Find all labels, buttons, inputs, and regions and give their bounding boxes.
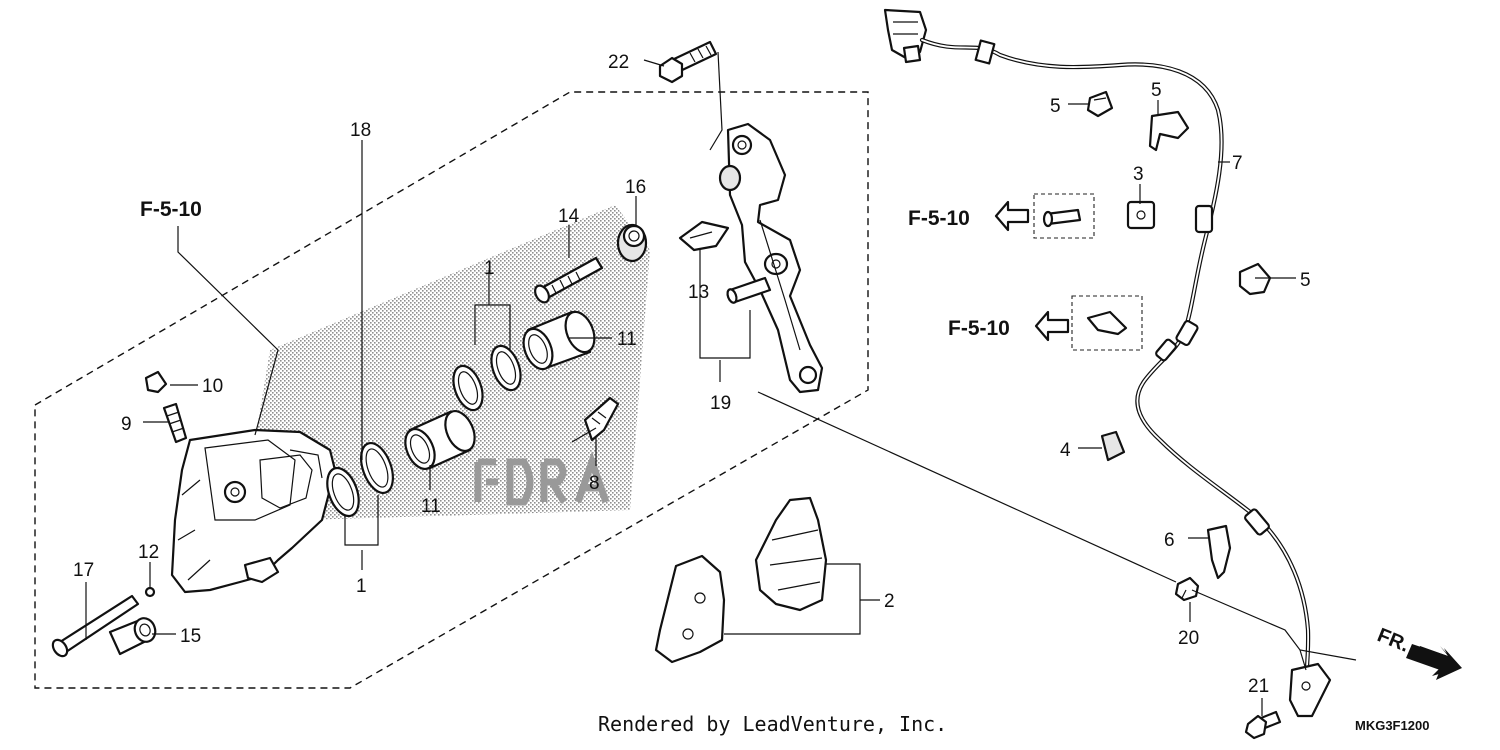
abs-sensor-connector — [883, 8, 928, 64]
ref-screw-top — [1042, 208, 1082, 228]
abs-sensor-head — [1288, 662, 1332, 718]
callout-5-top-right: 5 — [1151, 80, 1162, 101]
cable-grommets — [974, 39, 1270, 536]
callout-18: 18 — [350, 120, 371, 141]
pin-boot — [616, 223, 648, 263]
ref-label-left: F-5-10 — [140, 198, 202, 221]
callout-13: 13 — [688, 282, 709, 303]
caliper-pin-bolt — [51, 594, 140, 658]
diagram-code: MKG3F1200 — [1355, 718, 1429, 733]
callout-2: 2 — [884, 591, 895, 612]
clamp-4 — [1100, 430, 1126, 462]
piston-seals-lower — [326, 442, 394, 518]
ref-arrow-top — [994, 200, 1030, 232]
clamp-5-top — [1086, 90, 1114, 118]
callout-17: 17 — [73, 560, 94, 581]
o-ring — [144, 586, 156, 598]
callout-10: 10 — [202, 376, 223, 397]
callout-11-lower: 11 — [421, 496, 441, 517]
watermark-lettering — [474, 451, 610, 506]
ref-box-bottom — [1071, 295, 1143, 351]
render-credit: Rendered by LeadVenture, Inc. — [598, 712, 947, 736]
callout-11-upper: 11 — [617, 329, 637, 350]
brake-pads — [654, 496, 828, 664]
plug — [108, 617, 157, 656]
callout-6: 6 — [1164, 530, 1175, 551]
ref-clip-bottom — [1086, 310, 1128, 336]
ref-arrow-bottom — [1034, 310, 1070, 342]
callout-3: 3 — [1133, 164, 1144, 185]
ref-label-right-top: F-5-10 — [908, 207, 970, 230]
callout-15: 15 — [180, 626, 201, 647]
stay — [1206, 524, 1232, 580]
callout-5-top-left: 5 — [1050, 96, 1061, 117]
callout-8: 8 — [589, 473, 600, 494]
callout-5-right: 5 — [1300, 270, 1311, 291]
caliper-bracket — [718, 122, 824, 394]
caliper-assembly-outline — [34, 91, 869, 689]
callout-12: 12 — [138, 542, 159, 563]
leader-lines — [85, 51, 1357, 716]
callout-22: 22 — [608, 52, 629, 73]
bleeder-cap — [144, 370, 168, 394]
callout-14: 14 — [558, 206, 580, 227]
callout-16: 16 — [625, 177, 646, 198]
front-direction-arrow-icon — [1406, 644, 1462, 680]
front-direction-label: FR. — [1374, 624, 1412, 656]
clamp-5-mid — [1148, 110, 1190, 152]
piston-upper — [522, 310, 596, 371]
callout-20: 20 — [1178, 628, 1199, 649]
callout-1-upper: 1 — [484, 258, 495, 279]
bolt-20 — [1174, 576, 1200, 602]
ref-box-top — [1033, 193, 1095, 239]
pin-bolt — [534, 256, 604, 304]
bleeder-screw — [162, 402, 188, 444]
cable-guide — [1126, 200, 1156, 230]
callout-7: 7 — [1232, 153, 1243, 174]
callout-9: 9 — [121, 414, 132, 435]
ref-label-right-bottom: F-5-10 — [948, 317, 1010, 340]
pad-retainer — [571, 396, 620, 443]
clamp-5-right — [1238, 262, 1272, 296]
abs-sensor-cable — [919, 37, 1311, 703]
bolt-21 — [1244, 710, 1282, 740]
piston-lower — [404, 410, 476, 470]
bracket-bolt — [658, 40, 718, 84]
callout-21: 21 — [1248, 676, 1269, 697]
callout-19: 19 — [710, 393, 731, 414]
caliper-body — [170, 428, 337, 594]
piston-seals-upper — [452, 344, 522, 412]
pad-spring — [678, 220, 730, 252]
callout-1-lower: 1 — [356, 576, 367, 597]
callout-4: 4 — [1060, 440, 1071, 461]
